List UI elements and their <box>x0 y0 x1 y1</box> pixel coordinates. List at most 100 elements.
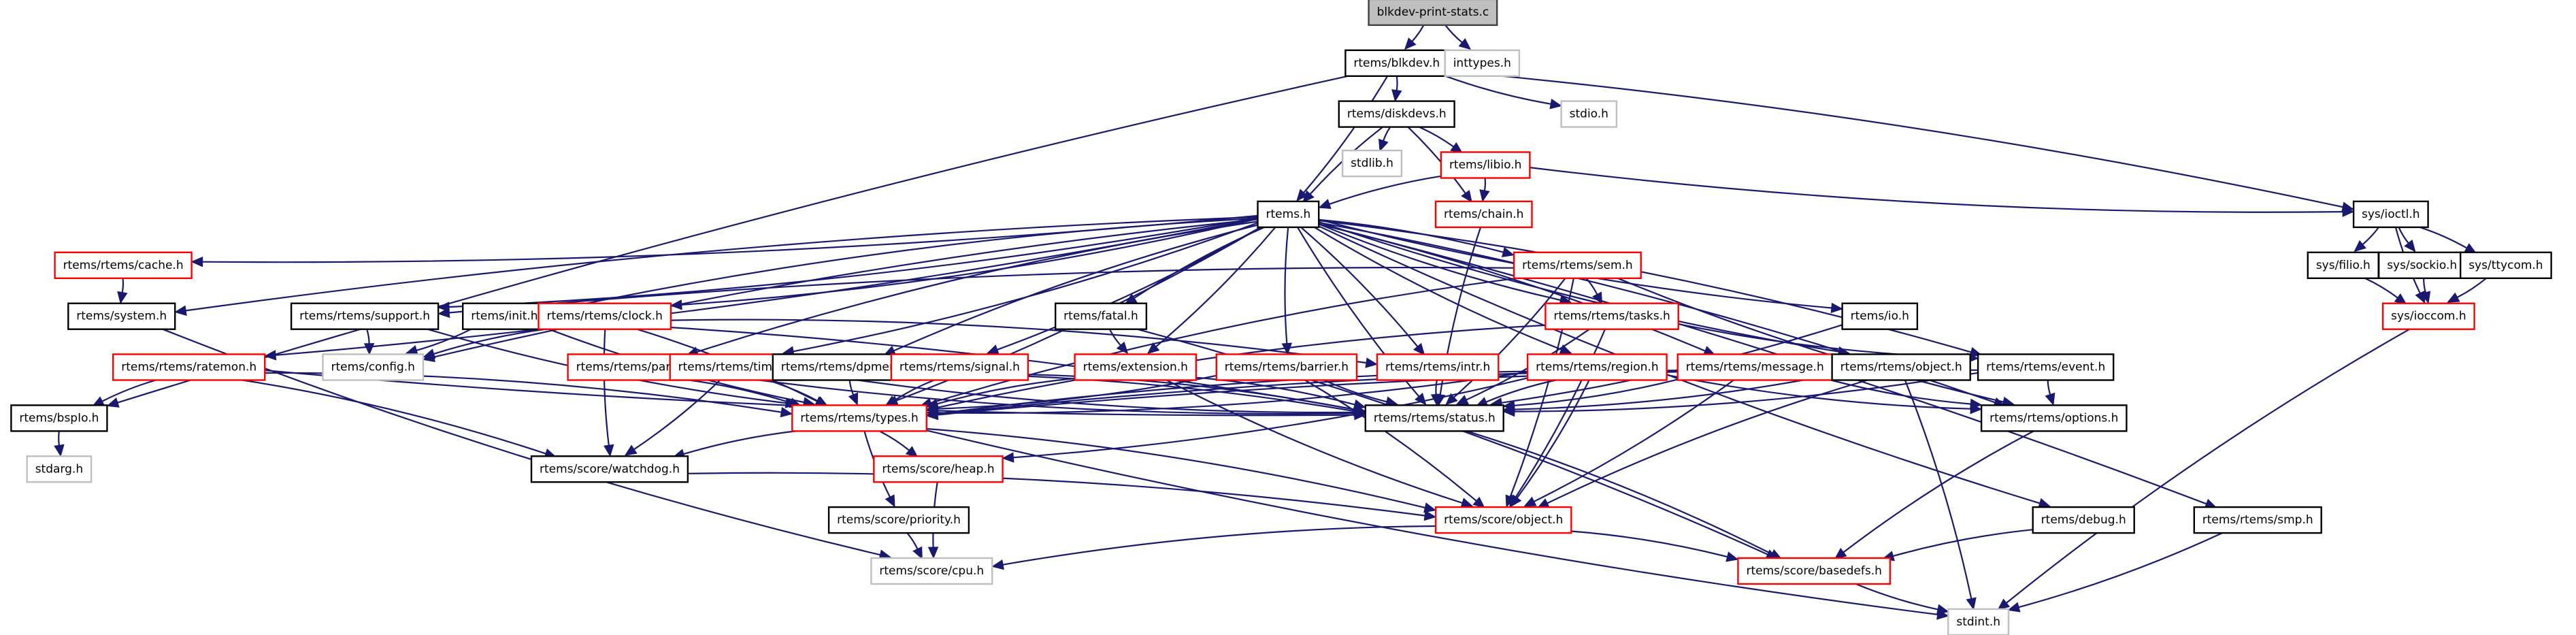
node-label: rtems/chain.h <box>1444 208 1523 221</box>
edge-line <box>1314 226 1562 351</box>
edge-line <box>1284 227 1289 344</box>
edge-priority-to-cpu <box>906 532 923 560</box>
node-label: stdarg.h <box>35 462 83 476</box>
edge-line <box>1855 583 1938 610</box>
edge-line <box>2423 278 2426 293</box>
node-intr[interactable]: rtems/rtems/intr.h <box>1376 353 1500 381</box>
node-status[interactable]: rtems/rtems/status.h <box>1364 404 1504 432</box>
edge-line <box>1435 380 1438 395</box>
node-box <box>1440 151 1531 179</box>
node-blkdev[interactable]: rtems/blkdev.h <box>1344 49 1449 78</box>
node-tasks[interactable]: rtems/rtems/tasks.h <box>1545 302 1679 330</box>
node-label: rtems/rtems/intr.h <box>1385 361 1490 374</box>
node-box <box>1977 353 2115 381</box>
edge-ioctl-to-sockio <box>2398 227 2416 253</box>
node-diskdevs[interactable]: rtems/diskdevs.h <box>1338 100 1455 128</box>
node-ratemon[interactable]: rtems/rtems/ratemon.h <box>112 353 266 381</box>
node-filio[interactable]: sys/filio.h <box>2307 251 2379 279</box>
edge-event-to-status <box>1502 372 1979 417</box>
arrowhead-icon <box>2354 240 2366 253</box>
edge-line <box>1466 430 1772 555</box>
node-clock[interactable]: rtems/rtems/clock.h <box>538 302 672 330</box>
node-region[interactable]: rtems/rtems/region.h <box>1526 353 1668 381</box>
node-sobject[interactable]: rtems/score/object.h <box>1434 506 1572 534</box>
node-box <box>530 455 689 483</box>
node-sem[interactable]: rtems/rtems/sem.h <box>1513 251 1642 279</box>
node-ttycom[interactable]: sys/ttycom.h <box>2459 251 2552 279</box>
node-stdio: stdio.h <box>1560 100 1618 128</box>
node-cache[interactable]: rtems/rtems/cache.h <box>54 251 193 279</box>
node-fatal[interactable]: rtems/fatal.h <box>1054 302 1148 330</box>
node-init[interactable]: rtems/init.h <box>462 302 547 330</box>
edge-ioctl-to-ttycom <box>2420 226 2477 254</box>
node-label: sys/filio.h <box>2316 259 2371 272</box>
edge-event-to-options <box>2045 380 2055 406</box>
node-support[interactable]: rtems/rtems/support.h <box>290 302 440 330</box>
edge-line <box>162 328 880 556</box>
node-extension[interactable]: rtems/extension.h <box>1074 353 1198 381</box>
edge-line <box>1617 277 2004 403</box>
node-rtems[interactable]: rtems.h <box>1257 200 1320 229</box>
arrowhead-icon <box>1318 199 1332 210</box>
node-io[interactable]: rtems/io.h <box>1841 302 1919 330</box>
node-label: rtems/rtems/status.h <box>1374 411 1496 425</box>
node-bspio[interactable]: rtems/bspIo.h <box>10 404 108 432</box>
edge-tasks-to-sobject <box>1509 329 1606 508</box>
node-smp[interactable]: rtems/rtems/smp.h <box>2193 506 2322 534</box>
node-signal[interactable]: rtems/rtems/signal.h <box>890 353 1029 381</box>
node-label: sys/sockio.h <box>2387 259 2457 272</box>
node-types[interactable]: rtems/rtems/types.h <box>791 404 928 432</box>
node-event[interactable]: rtems/rtems/event.h <box>1977 353 2115 381</box>
arrowhead-icon <box>1296 189 1308 202</box>
edge-line <box>937 377 1075 405</box>
edge-line <box>1318 221 1839 353</box>
edge-line <box>1534 379 1734 502</box>
node-system[interactable]: rtems/system.h <box>67 302 176 330</box>
edge-rtems-to-extension <box>1146 227 1276 355</box>
node-chain[interactable]: rtems/chain.h <box>1434 200 1533 229</box>
edge-filio-to-ioccom <box>2364 277 2407 305</box>
node-ioctl[interactable]: sys/ioctl.h <box>2352 200 2429 229</box>
arrowhead-icon <box>1460 498 1474 508</box>
node-basedefs[interactable]: rtems/score/basedefs.h <box>1737 557 1892 585</box>
arrowhead-icon <box>1592 291 1603 305</box>
arrowhead-icon <box>1445 393 1458 406</box>
arrowhead-icon <box>1455 395 1469 405</box>
edge-line <box>433 328 546 355</box>
node-inttypes: inttypes.h <box>1444 49 1521 78</box>
node-ioccom[interactable]: sys/ioccom.h <box>2381 302 2475 330</box>
node-debug[interactable]: rtems/debug.h <box>2032 506 2135 534</box>
node-robject[interactable]: rtems/rtems/object.h <box>1831 353 1971 381</box>
node-label: rtems/score/priority.h <box>837 513 961 527</box>
arrowhead-icon <box>174 305 187 316</box>
node-priority[interactable]: rtems/score/priority.h <box>827 506 970 534</box>
node-options[interactable]: rtems/rtems/options.h <box>1980 404 2128 432</box>
edge-line <box>681 218 1258 306</box>
edge-line <box>879 430 910 451</box>
node-box <box>890 353 1029 381</box>
arrowhead-icon <box>1523 496 1537 507</box>
node-barrier[interactable]: rtems/rtems/barrier.h <box>1215 353 1358 381</box>
edge-line <box>1166 379 1463 504</box>
node-heap[interactable]: rtems/score/heap.h <box>873 455 1004 483</box>
node-sockio[interactable]: sys/sockio.h <box>2377 251 2466 279</box>
node-watchdog[interactable]: rtems/score/watchdog.h <box>530 455 689 483</box>
edge-barrier-to-sobject <box>1304 379 1485 509</box>
node-message[interactable]: rtems/rtems/message.h <box>1677 353 1833 381</box>
node-box <box>2459 251 2552 279</box>
arrowhead-icon <box>191 256 203 267</box>
node-stdarg: stdarg.h <box>26 455 93 483</box>
edge-ratemon-to-watchdog <box>242 379 557 459</box>
node-label: stdio.h <box>1570 108 1608 121</box>
node-libio[interactable]: rtems/libio.h <box>1440 151 1531 179</box>
edge-support-to-config <box>363 329 375 355</box>
node-box <box>112 353 266 381</box>
edge-line <box>1396 76 1398 91</box>
edge-line <box>1904 380 1972 599</box>
node-label: rtems/rtems/barrier.h <box>1225 361 1349 374</box>
edge-line <box>1515 329 1606 498</box>
node-label: rtems.h <box>1266 208 1311 221</box>
node-box <box>1513 251 1642 279</box>
edge-line <box>689 379 791 404</box>
edge-clock-to-intr <box>670 319 1378 368</box>
